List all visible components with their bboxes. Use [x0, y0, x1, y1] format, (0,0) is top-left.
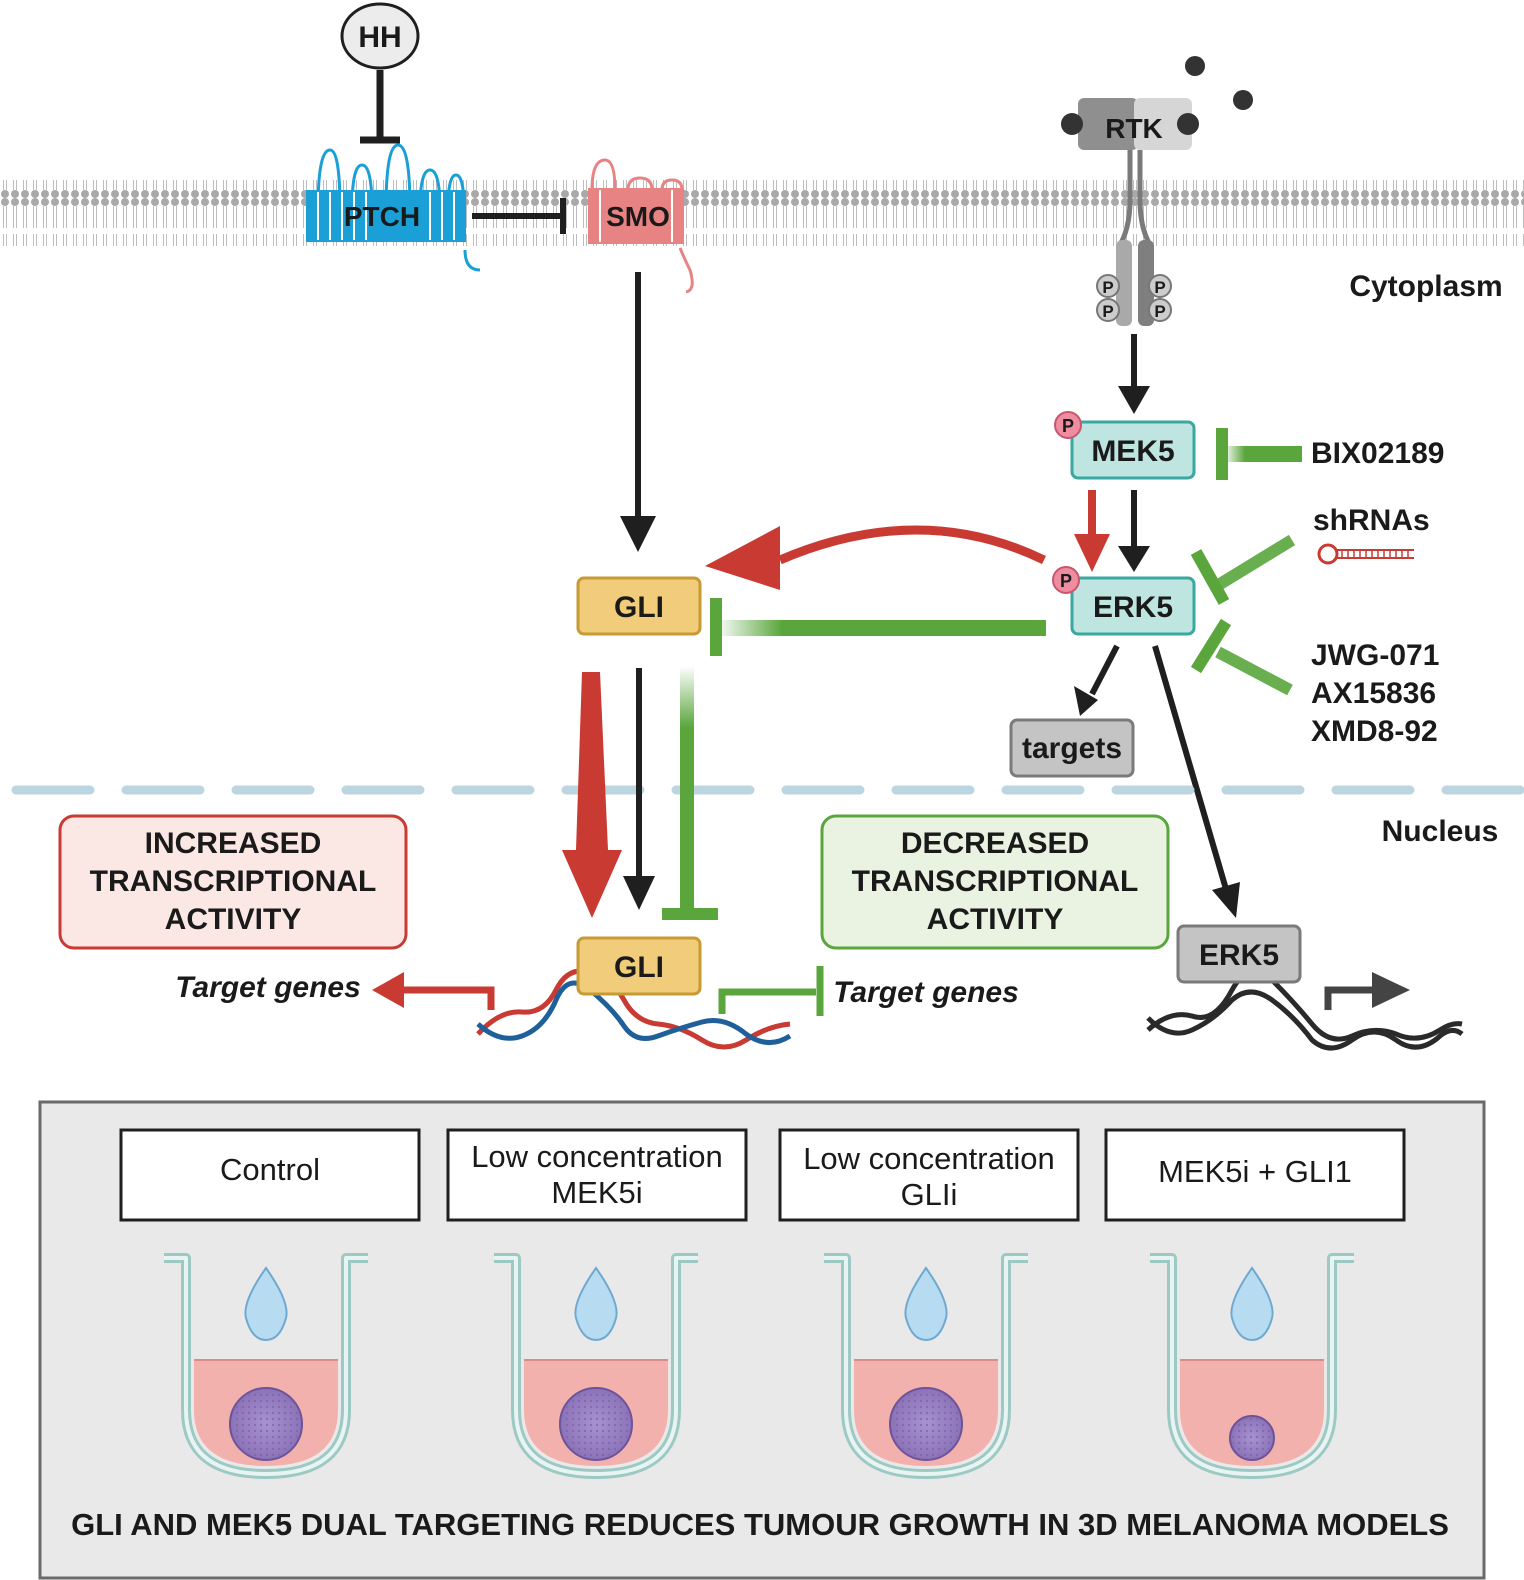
growth-factor — [1233, 90, 1253, 110]
targets-node: targets — [1009, 718, 1135, 778]
bix02189-inhibits-mek5 — [1216, 428, 1302, 480]
well-3 — [824, 1253, 1028, 1479]
culture-medium — [1180, 1360, 1324, 1466]
erk5-activates-targets — [1074, 644, 1120, 716]
shrna-inhibits-erk5 — [1190, 534, 1296, 605]
well-1 — [164, 1253, 368, 1479]
condition-glii: Low concentration GLIi — [778, 1128, 1080, 1222]
target-genes-inhibition-arrow — [718, 966, 824, 1016]
rtk-receptor: RTK P P P P — [1061, 56, 1253, 326]
inhibitor-jwg071: JWG-071 — [1311, 639, 1439, 672]
droplet-icon — [1230, 1266, 1274, 1342]
target-genes-left: Target genes — [175, 971, 361, 1004]
well-2 — [494, 1253, 698, 1479]
spheroid-texture — [892, 1390, 960, 1458]
smo-label: SMO — [606, 201, 670, 232]
mek5-activates-erk5-red — [1074, 490, 1110, 572]
condition-combo-label: MEK5i + GLI1 — [1158, 1154, 1352, 1189]
ptch-label: PTCH — [344, 201, 420, 232]
gli-nuclear-inhibition-green — [662, 666, 718, 920]
increased-line-2: TRANSCRIPTIONAL — [90, 865, 377, 898]
shrna-hairpin-icon — [1317, 543, 1414, 565]
smo-activates-gli — [620, 272, 656, 552]
inhibitor-xmd892: XMD8-92 — [1311, 715, 1438, 748]
condition-mek5i-line-1: Low concentration — [471, 1139, 723, 1174]
mek5-activates-erk5 — [1118, 490, 1150, 572]
target-genes-activation-arrow — [372, 972, 495, 1010]
transcription-arrow-icon — [1324, 972, 1410, 1010]
dna-helix-erk5 — [1146, 968, 1464, 1051]
dna-helix-gli — [476, 968, 792, 1050]
ptch-receptor: PTCH — [306, 143, 481, 272]
erk5-activates-gli-red — [705, 525, 1046, 590]
erk5-label: ERK5 — [1093, 591, 1173, 624]
rtk-activates-mek5 — [1118, 334, 1150, 414]
erk5-inhibitors-inhibit-erk5 — [1190, 618, 1293, 696]
condition-glii-line-2: GLIi — [901, 1177, 958, 1212]
cytoplasm-label: Cytoplasm — [1349, 270, 1502, 303]
growth-factor — [1185, 56, 1205, 76]
hh-inhibits-ptch — [360, 70, 400, 144]
hh-ligand: HH — [340, 2, 420, 70]
gli-nuclear-translocation-red — [562, 672, 622, 918]
decreased-line-3: ACTIVITY — [927, 903, 1064, 936]
conclusion-text: GLI AND MEK5 DUAL TARGETING REDUCES TUMO… — [71, 1507, 1449, 1542]
increased-activity-box: INCREASED TRANSCRIPTIONAL ACTIVITY — [58, 814, 408, 950]
phospho-label: P — [1060, 571, 1072, 591]
condition-mek5i-line-2: MEK5i — [551, 1175, 642, 1210]
mek5-phospho — [1054, 411, 1082, 439]
spheroid-texture — [562, 1390, 630, 1458]
droplet-icon — [244, 1266, 288, 1342]
condition-mek5i: Low concentration MEK5i — [446, 1128, 748, 1222]
mek5-node: MEK5 P — [1054, 411, 1196, 480]
gli-cyto-node: GLI — [576, 576, 702, 636]
target-genes-right: Target genes — [833, 976, 1019, 1009]
condition-control: Control — [119, 1128, 421, 1222]
growth-factor — [1061, 113, 1083, 135]
decreased-activity-box: DECREASED TRANSCRIPTIONAL ACTIVITY — [820, 814, 1170, 950]
condition-glii-line-1: Low concentration — [803, 1141, 1055, 1176]
erk5-translocates-nucleus — [1152, 645, 1240, 918]
wells-group — [164, 1253, 1354, 1479]
smo-receptor: SMO — [588, 158, 694, 294]
phospho-label: P — [1062, 416, 1074, 436]
increased-line-1: INCREASED — [145, 827, 322, 860]
hh-label: HH — [358, 21, 401, 54]
growth-factor — [1177, 113, 1199, 135]
inhibitor-ax15836: AX15836 — [1311, 677, 1436, 710]
condition-control-label: Control — [220, 1152, 320, 1187]
rtk-phospho-sites: P P P P — [1096, 274, 1172, 322]
decreased-line-1: DECREASED — [901, 827, 1089, 860]
phospho-label: P — [1102, 302, 1113, 321]
increased-line-3: ACTIVITY — [165, 903, 302, 936]
ptch-inhibits-smo — [472, 198, 566, 234]
gli-nuclear-label: GLI — [614, 951, 664, 984]
erk5-nuclear-node: ERK5 — [1176, 924, 1302, 984]
plasma-membrane — [0, 180, 1524, 246]
spheroid-texture — [232, 1390, 300, 1458]
phospho-label: P — [1102, 278, 1113, 297]
rtk-label: RTK — [1105, 113, 1163, 144]
decreased-line-2: TRANSCRIPTIONAL — [852, 865, 1139, 898]
nucleus-label: Nucleus — [1382, 815, 1499, 848]
condition-combo: MEK5i + GLI1 — [1104, 1128, 1406, 1222]
erk5-nuclear-label: ERK5 — [1199, 939, 1279, 972]
well-4 — [1150, 1253, 1354, 1479]
droplet-icon — [904, 1266, 948, 1342]
gli-nuclear-translocation-black — [623, 668, 655, 910]
targets-label: targets — [1022, 732, 1122, 765]
erk5-phospho — [1052, 566, 1080, 594]
gli-cyto-label: GLI — [614, 591, 664, 624]
erk5-inhibits-gli-green — [710, 598, 1046, 656]
spheroid-texture — [1232, 1418, 1272, 1458]
phospho-label: P — [1154, 278, 1165, 297]
mek5-label: MEK5 — [1091, 435, 1174, 468]
inhibitor-bix02189: BIX02189 — [1311, 437, 1444, 470]
gli-nuclear-node: GLI — [576, 936, 702, 996]
inhibitor-shrnas: shRNAs — [1313, 504, 1430, 537]
phospho-label: P — [1154, 302, 1165, 321]
droplet-icon — [574, 1266, 618, 1342]
erk5-node: ERK5 P — [1052, 566, 1196, 636]
